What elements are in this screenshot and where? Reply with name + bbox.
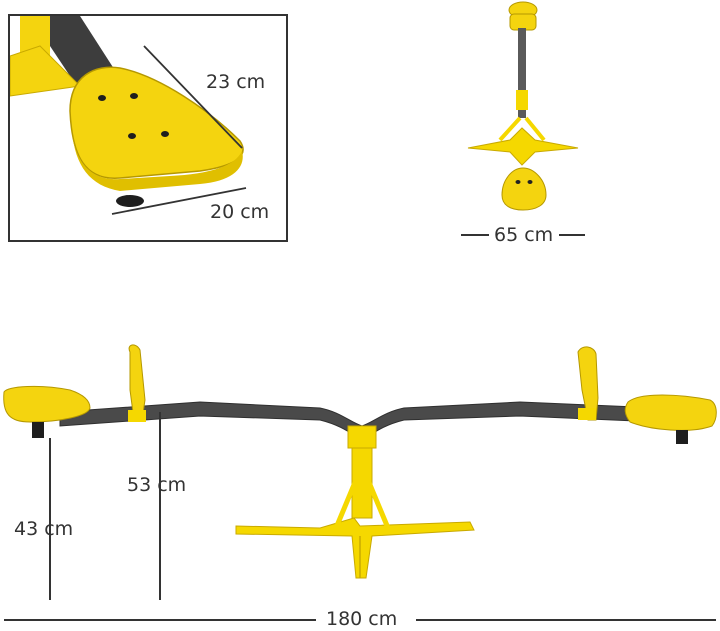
end-view-brace <box>498 116 522 142</box>
total-length-label: 180 cm <box>326 608 398 630</box>
seat-width-line <box>111 187 247 215</box>
seat-top <box>69 66 244 179</box>
end-view-pivot <box>516 90 528 110</box>
seat-hole <box>130 93 138 99</box>
end-view-brace <box>524 116 546 142</box>
seat-closeup-illustration <box>10 16 247 215</box>
seat-closeup-inset <box>8 14 288 242</box>
right-seat-stop <box>676 430 688 444</box>
seat-hole <box>515 180 521 184</box>
base-legs <box>235 517 475 579</box>
left-seat-stop <box>32 422 44 438</box>
seat-hole <box>161 131 169 137</box>
seat-length-label: 23 cm <box>206 71 266 93</box>
seat-hole <box>98 95 106 101</box>
seat-hole <box>128 133 136 139</box>
seat-rubber-stop <box>116 195 144 207</box>
pivot-block <box>347 425 377 449</box>
end-view-base <box>467 127 579 166</box>
end-view-seat-front <box>501 167 547 211</box>
right-handle-bracket <box>578 408 596 420</box>
total-width-label: 65 cm <box>494 224 554 246</box>
seat-height-label: 43 cm <box>14 518 74 540</box>
side-view-illustration <box>3 344 717 621</box>
handle-height-label: 53 cm <box>127 474 187 496</box>
base-brace <box>365 479 391 529</box>
seat-length-line <box>143 45 243 149</box>
seat-edge <box>72 131 243 191</box>
center-post <box>351 447 373 519</box>
seat-hole <box>527 180 533 184</box>
left-seat <box>3 385 91 423</box>
right-seat <box>624 394 717 431</box>
base-brace <box>333 479 359 529</box>
end-view-illustration <box>467 1 579 211</box>
end-view-handle <box>509 13 537 31</box>
seat-width-label: 20 cm <box>210 201 270 223</box>
width-dimension-lines <box>461 234 585 236</box>
left-handle-bracket <box>128 410 146 422</box>
end-view-bar <box>518 28 526 118</box>
